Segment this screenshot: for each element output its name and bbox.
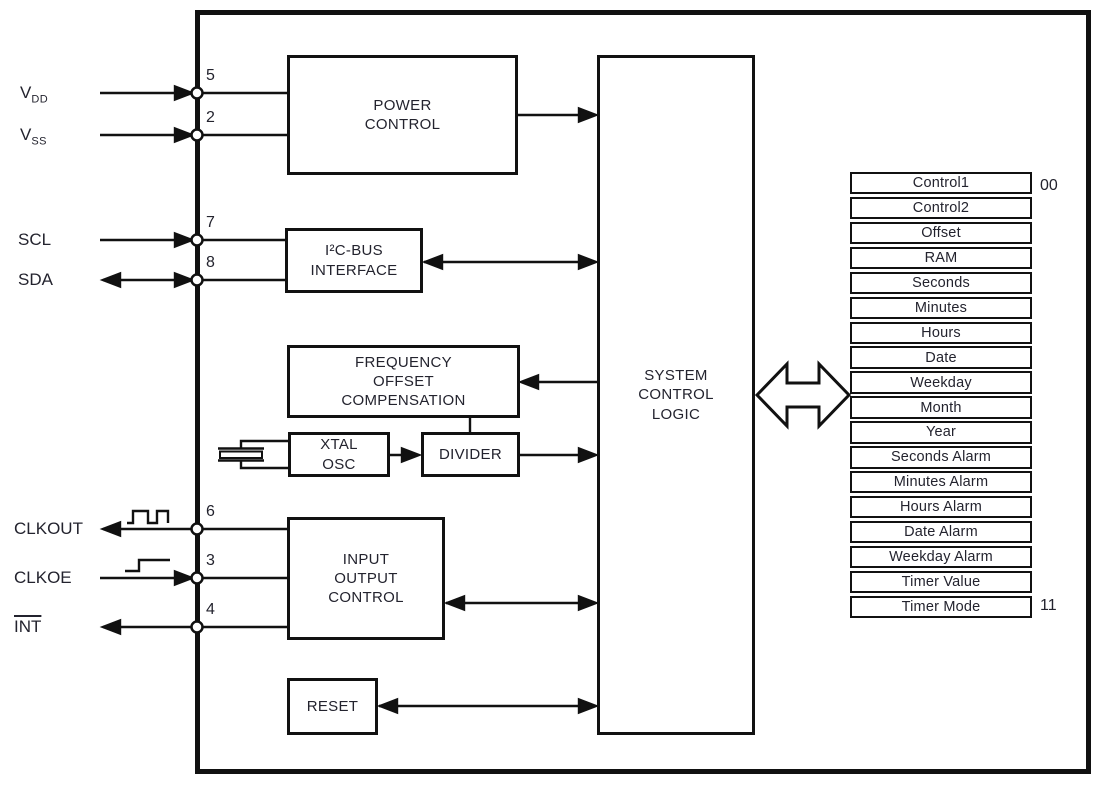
register-row: Minutes Alarm: [850, 471, 1032, 494]
register-row: RAM: [850, 246, 1032, 270]
xtal-osc-block: XTAL OSC: [288, 432, 390, 477]
register-row: Timer Mode: [850, 595, 1032, 619]
pin-number-6: 6: [206, 503, 215, 520]
pin-number-2: 2: [206, 109, 215, 126]
register-row: Month: [850, 396, 1032, 419]
step-waveform-icon: [125, 558, 170, 573]
register-row: Seconds Alarm: [850, 446, 1032, 469]
pin-number-8: 8: [206, 254, 215, 271]
register-first-address: 00: [1040, 177, 1058, 194]
register-row: Offset: [850, 221, 1032, 245]
frequency-offset-compensation-block: FREQUENCY OFFSET COMPENSATION: [287, 345, 520, 418]
input-output-control-block: INPUT OUTPUT CONTROL: [287, 517, 445, 640]
pin-label-sda: SDA: [18, 270, 53, 289]
divider-block: DIVIDER: [421, 432, 520, 477]
register-row-label: Control2: [912, 200, 970, 217]
register-row-label: Seconds Alarm: [890, 449, 992, 466]
register-row-label: Weekday Alarm: [889, 549, 993, 566]
pin-number-3: 3: [206, 552, 215, 569]
pin-label-int: INT: [14, 617, 42, 636]
pin-number-5: 5: [206, 67, 215, 84]
pin-label-clkout: CLKOUT: [14, 519, 83, 538]
register-row-label: Month: [920, 399, 962, 416]
register-row-label: Control1: [912, 175, 970, 192]
register-row-label: Hours Alarm: [900, 499, 982, 516]
vdd-sub: DD: [31, 93, 49, 106]
reset-block: RESET: [287, 678, 378, 735]
register-row: Timer Value: [850, 570, 1032, 594]
pin-number-7: 7: [206, 214, 215, 231]
register-row-label: Date Alarm: [904, 524, 978, 541]
clock-waveform-icon: [127, 509, 170, 525]
register-row: Date Alarm: [850, 520, 1032, 544]
system-control-logic-block: SYSTEM CONTROL LOGIC: [597, 55, 755, 735]
register-row: Year: [850, 421, 1032, 444]
pin-label-scl: SCL: [18, 230, 52, 249]
register-row-label: Minutes Alarm: [893, 474, 989, 491]
pin-label-vss: VSS: [20, 124, 48, 148]
register-row: Hours: [850, 321, 1032, 344]
register-row-label: Timer Value: [901, 573, 981, 590]
register-row-label: Weekday: [910, 374, 972, 391]
register-row: Hours Alarm: [850, 495, 1032, 519]
register-row-label: Date: [925, 349, 957, 366]
pin-label-vdd: VDD: [20, 82, 49, 106]
register-row: Control2: [850, 196, 1032, 220]
register-row-label: Timer Mode: [901, 598, 981, 615]
register-map: Control1 Control2 Offset RAM Seconds Min…: [850, 172, 1032, 619]
register-row: Weekday Alarm: [850, 545, 1032, 569]
pin-number-4: 4: [206, 601, 215, 618]
register-row: Date: [850, 346, 1032, 369]
pin-label-clkoe: CLKOE: [14, 568, 72, 587]
register-row: Minutes: [850, 296, 1032, 320]
register-row: Seconds: [850, 271, 1032, 295]
vss-sub: SS: [31, 135, 48, 148]
register-row: Control1: [850, 172, 1032, 195]
register-row-label: RAM: [924, 249, 958, 266]
register-row-label: Minutes: [914, 299, 968, 316]
register-row-label: Year: [925, 424, 957, 441]
register-row-label: Hours: [921, 324, 961, 341]
register-row: Weekday: [850, 371, 1032, 394]
register-row-label: Offset: [921, 225, 961, 242]
chip-boundary: [195, 10, 1091, 774]
power-control-block: POWER CONTROL: [287, 55, 518, 175]
vss-base: V: [20, 125, 32, 144]
register-row-label: Seconds: [912, 274, 970, 291]
vdd-base: V: [20, 83, 32, 102]
i2c-bus-interface-block: I²C-BUS INTERFACE: [285, 228, 423, 293]
register-last-address: 11: [1040, 597, 1057, 614]
